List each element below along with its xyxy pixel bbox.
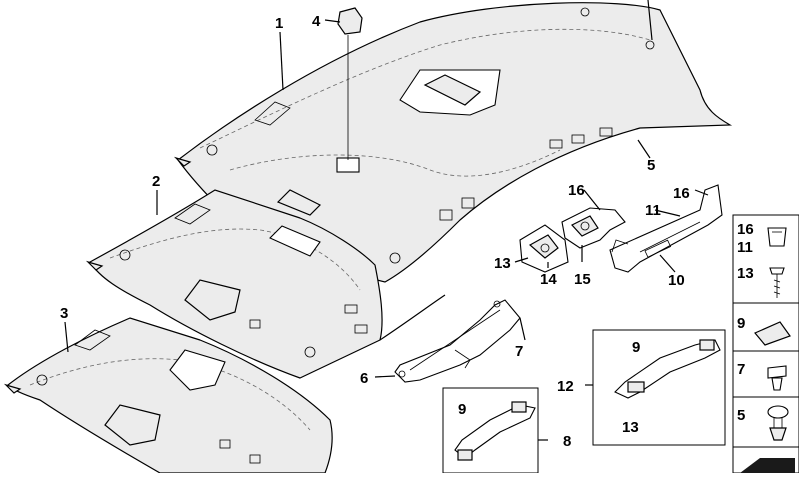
legend-label-7: 7 <box>737 361 745 378</box>
legend-rivet-icon <box>767 405 789 441</box>
assembly-box-8 <box>442 387 548 474</box>
callout-2: 2 <box>152 173 160 190</box>
callout-7: 7 <box>515 343 523 360</box>
callout-16-right: 16 <box>673 185 690 202</box>
legend-screw-icon <box>767 227 787 298</box>
assembly-box-12 <box>585 329 726 446</box>
callout-labels: 1 2 3 4 5 6 7 8 10 11 12 13 14 15 16 16 … <box>60 13 690 450</box>
callout-3: 3 <box>60 305 68 322</box>
callout-15: 15 <box>574 271 591 288</box>
callout-6: 6 <box>360 370 368 387</box>
callout-4: 4 <box>312 13 321 30</box>
legend-clip-icon <box>767 365 787 391</box>
clip-part-4 <box>324 7 363 160</box>
legend-label-9: 9 <box>737 315 745 332</box>
callout-11: 11 <box>645 202 661 219</box>
legend-labels: 16 11 13 9 7 5 <box>737 221 754 424</box>
callout-1: 1 <box>275 15 283 32</box>
callout-10: 10 <box>668 272 685 289</box>
bracket-part-10 <box>609 184 723 273</box>
callout-9-box12: 9 <box>632 339 640 356</box>
headliner-panel-3 <box>3 317 333 474</box>
mount-part-14 <box>519 224 569 273</box>
callout-13-box12: 13 <box>622 419 639 436</box>
headliner-panel-2 <box>85 189 446 379</box>
callout-5: 5 <box>647 157 655 174</box>
callout-13: 13 <box>494 255 511 272</box>
headliner-panel-1 <box>173 2 733 283</box>
bracket-part-6 <box>374 299 526 383</box>
callout-8: 8 <box>563 433 571 450</box>
legend-label-13: 13 <box>737 265 754 282</box>
leader-lines <box>64 0 709 353</box>
callout-9-box8: 9 <box>458 401 466 418</box>
callout-16-left: 16 <box>568 182 585 199</box>
legend-panel <box>732 214 799 474</box>
callout-14: 14 <box>540 271 557 288</box>
legend-label-5: 5 <box>737 407 745 424</box>
legend-label-11: 11 <box>737 239 753 256</box>
callout-12: 12 <box>557 378 574 395</box>
legend-strip-icon <box>740 458 795 473</box>
legend-pad-icon <box>754 321 791 346</box>
legend-label-16: 16 <box>737 221 754 238</box>
